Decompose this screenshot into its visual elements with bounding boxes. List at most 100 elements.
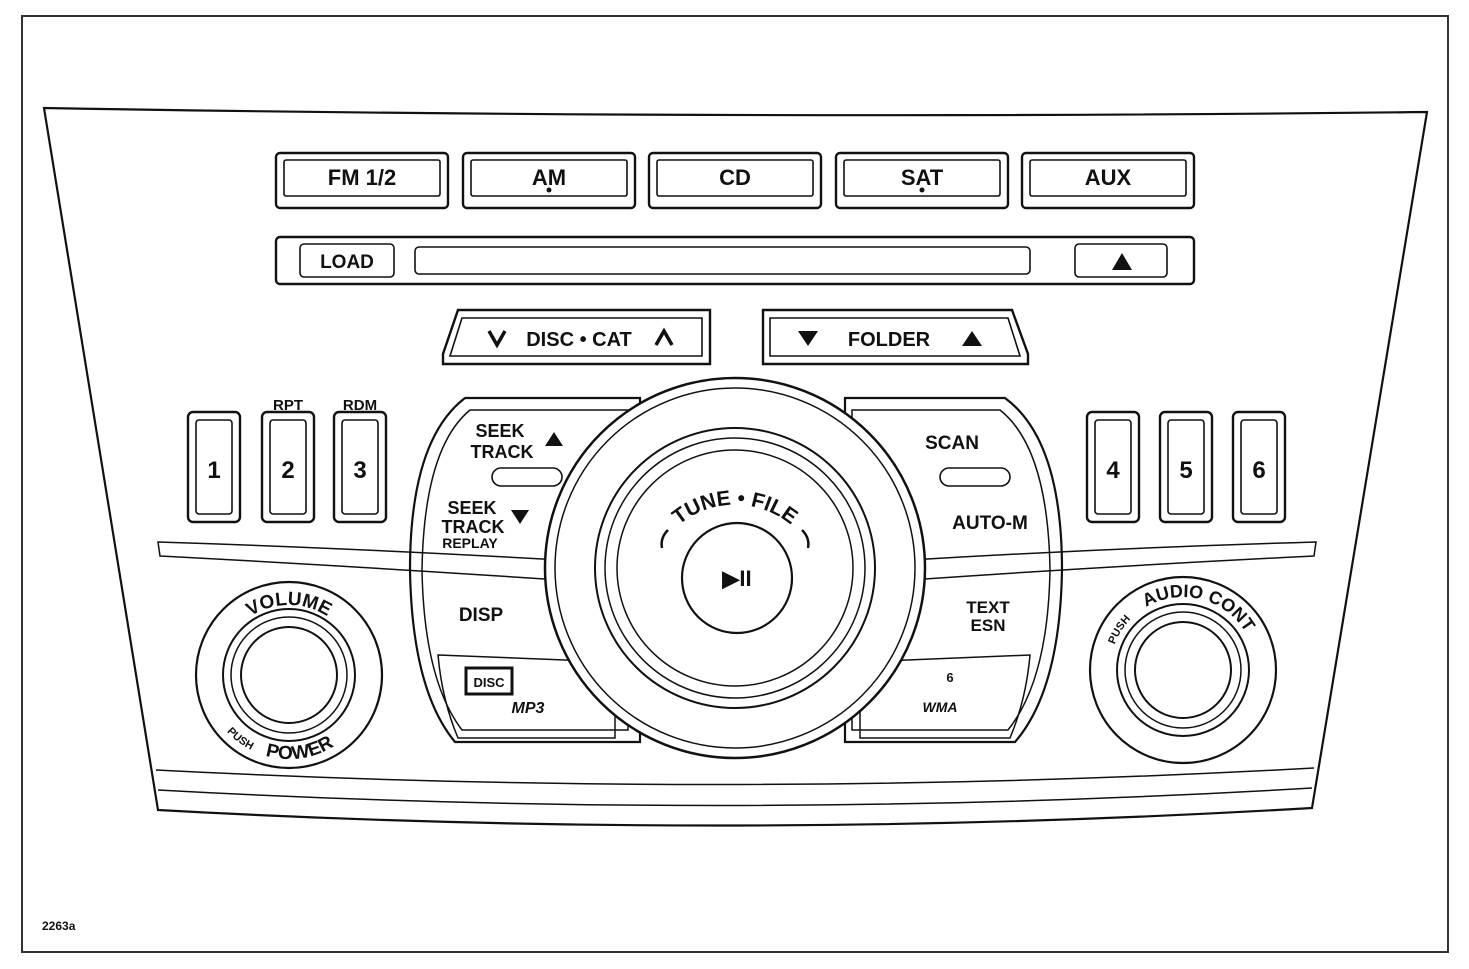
audio-ring-2: [1124, 611, 1242, 729]
seek-up-line2: TRACK: [471, 442, 534, 462]
chrome-strip-left: [157, 541, 561, 581]
knob-mid-ring: [594, 427, 876, 709]
figure-id: 2263a: [42, 919, 76, 933]
audio-control-knob[interactable]: PUSH AUDIO CONT: [1088, 575, 1278, 765]
scan-button[interactable]: SCAN: [925, 433, 979, 454]
wma-logo-text: WMA: [923, 699, 958, 715]
cd-slot-row: LOAD: [274, 235, 1196, 286]
text-esn-button[interactable]: TEXT ESN: [966, 598, 1010, 635]
cd-logo: [464, 666, 514, 696]
fm-button[interactable]: FM 1/2: [274, 151, 450, 210]
panel-faceplate: [42, 106, 1429, 827]
preset-1-label: 1: [207, 457, 220, 484]
scan-label: SCAN: [925, 433, 979, 454]
preset-button-3[interactable]: 3 RDM: [332, 397, 388, 524]
cd-button-label: CD: [719, 165, 751, 190]
folder-label: FOLDER: [848, 329, 931, 351]
seek-track-down-button[interactable]: SEEK TRACK REPLAY: [442, 498, 530, 551]
triangle-up-icon: [962, 331, 982, 346]
eject-icon: [1112, 253, 1132, 270]
triangle-down-icon: [798, 331, 818, 346]
cd-logo-text: DISC: [473, 675, 505, 690]
preset-buttons-left: 1 2 RPT 3 RDM: [186, 397, 388, 524]
preset-6-label: 6: [1252, 457, 1265, 484]
knob-inner-ring: [616, 449, 854, 687]
volume-ring: [222, 608, 356, 742]
seek-up-line1: SEEK: [475, 421, 524, 441]
cd-slot: [414, 246, 1031, 275]
panel-lower-edge-1: [155, 767, 1315, 786]
preset-button-2[interactable]: 2 RPT: [260, 397, 316, 524]
right-cluster-inner: [851, 409, 1051, 731]
knob-outer-ring-2: [554, 387, 916, 749]
seek-down-line2: TRACK: [442, 517, 505, 537]
volume-cap: [240, 626, 338, 724]
tune-file-knob[interactable]: TUNE • FILE ▶II: [543, 376, 927, 760]
load-button-label: LOAD: [320, 252, 374, 273]
source-buttons-row: FM 1/2 AM CD SAT AUX: [274, 151, 1196, 210]
auto-m-label: AUTO-M: [952, 513, 1028, 534]
cd-button[interactable]: CD: [647, 151, 823, 210]
preset-5-label: 5: [1179, 457, 1192, 484]
tune-right-arrow: [801, 529, 810, 549]
rdm-caption: RDM: [343, 397, 377, 414]
disc-cat-label: DISC • CAT: [526, 329, 632, 351]
preset-buttons-right: 4 5 6: [1085, 410, 1287, 524]
knob-mid-ring-2: [604, 437, 866, 699]
tune-left-arrow: [660, 529, 669, 549]
sat-button-label: SAT: [901, 165, 944, 190]
load-button[interactable]: LOAD: [299, 243, 395, 278]
figure-border: [21, 15, 1449, 953]
panel-lower-edge-2: [157, 787, 1313, 807]
preset-button-6[interactable]: 6: [1231, 410, 1287, 524]
disc-cat-rocker[interactable]: DISC • CAT: [441, 308, 712, 366]
cd-mp3-logo-panel: [437, 654, 616, 739]
audio-cap: [1134, 621, 1232, 719]
seek-down-line1: SEEK: [447, 498, 496, 518]
am-button-label: AM: [532, 165, 566, 190]
text-label: TEXT: [966, 598, 1010, 617]
mp3-logo-text: MP3: [512, 700, 545, 717]
preset-button-1[interactable]: 1: [186, 410, 242, 524]
rpt-caption: RPT: [273, 397, 303, 414]
disp-label: DISP: [459, 605, 504, 626]
left-divider-pill: [491, 467, 563, 487]
sat-indicator-dot: [919, 187, 925, 193]
right-cluster-outline: [843, 396, 1064, 744]
left-cluster-inner: [421, 409, 629, 731]
am-indicator-dot: [546, 187, 552, 193]
play-pause-icon: ▶II: [721, 566, 751, 591]
am-button[interactable]: AM: [461, 151, 637, 210]
folder-rocker[interactable]: FOLDER: [761, 308, 1030, 366]
fm-button-label: FM 1/2: [328, 165, 396, 190]
auto-m-button[interactable]: AUTO-M: [952, 513, 1028, 534]
preset-3-label: 3: [353, 457, 366, 484]
chevron-up-icon: [654, 327, 674, 346]
volume-knob[interactable]: VOLUME PUSH POWER: [194, 580, 384, 770]
replay-label: REPLAY: [442, 535, 498, 551]
left-button-cluster: SEEK TRACK SEEK TRACK REPLAY DISP DISC M…: [408, 396, 642, 744]
sat-button[interactable]: SAT: [834, 151, 1010, 210]
play-pause-button[interactable]: ▶II: [680, 521, 794, 635]
chevron-down-icon: [487, 330, 507, 349]
aux-button[interactable]: AUX: [1020, 151, 1196, 210]
esn-label: ESN: [971, 616, 1006, 635]
triangle-up-icon: [545, 432, 563, 446]
eject-button[interactable]: [1074, 243, 1168, 278]
audio-ring: [1116, 603, 1250, 737]
preset-button-4[interactable]: 4: [1085, 410, 1141, 524]
wma-logo-6: 6: [946, 670, 953, 685]
volume-ring-2: [230, 616, 348, 734]
disp-button[interactable]: DISP: [459, 605, 504, 626]
preset-button-5[interactable]: 5: [1158, 410, 1214, 524]
preset-4-label: 4: [1106, 457, 1120, 484]
wma-logo-panel: [859, 654, 1031, 739]
seek-track-up-button[interactable]: SEEK TRACK: [471, 421, 564, 462]
left-cluster-outline: [408, 396, 642, 744]
right-button-cluster: SCAN AUTO-M TEXT ESN 6 WMA: [779, 396, 1064, 744]
triangle-down-icon: [511, 510, 529, 524]
right-divider-pill: [939, 467, 1011, 487]
chrome-strip-right: [909, 541, 1317, 581]
aux-button-label: AUX: [1085, 165, 1132, 190]
